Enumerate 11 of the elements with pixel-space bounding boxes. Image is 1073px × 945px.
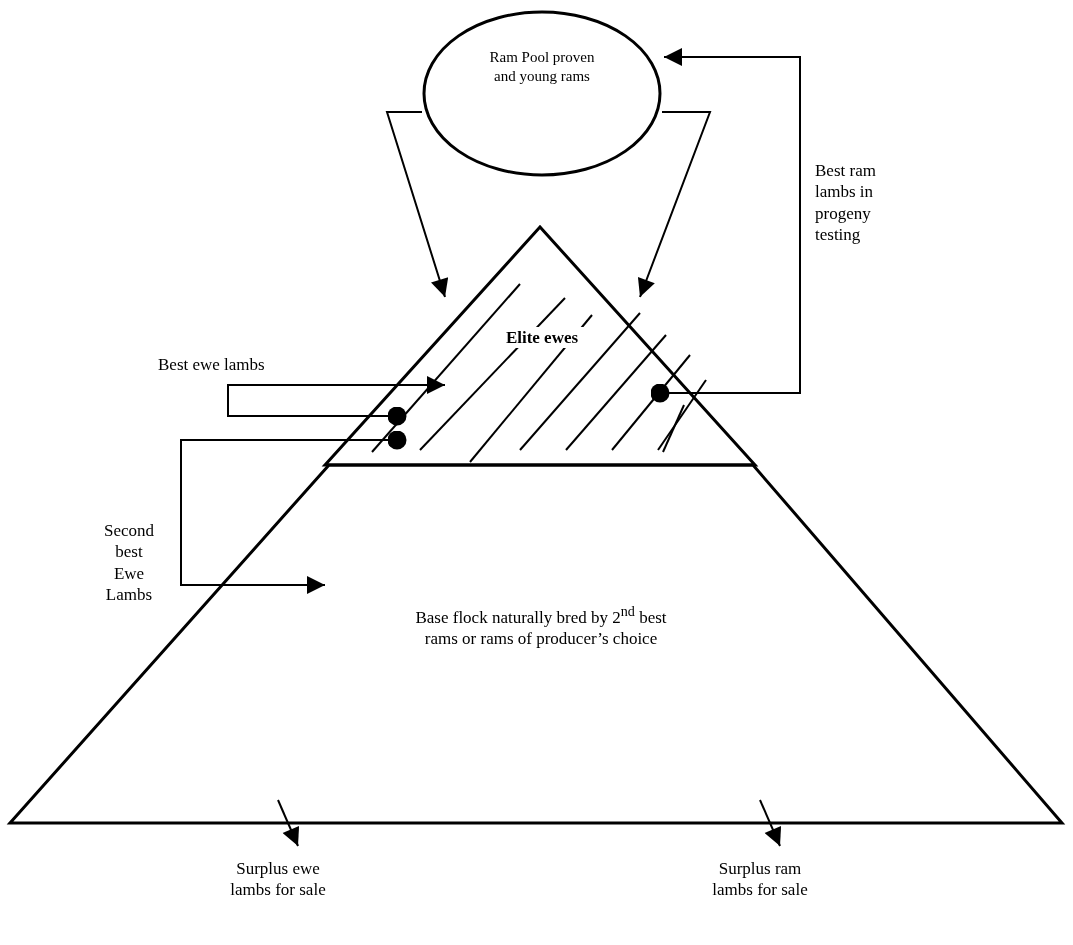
arrow <box>650 48 801 403</box>
arrow <box>227 376 446 426</box>
arrow <box>759 799 782 847</box>
arrow <box>180 430 407 594</box>
arrow <box>277 799 300 847</box>
output-label: Surplus ram lambs for sale <box>711 858 809 901</box>
arrow <box>637 111 712 298</box>
node-label: Base flock naturally bred by 2$^{nd}$ best rams or rams of producer’s choice <box>414 603 668 650</box>
node-label: Ram Pool proven and young rams <box>488 48 596 86</box>
output-label: Surplus ewe lambs for sale <box>229 858 327 901</box>
arrow <box>385 111 449 298</box>
